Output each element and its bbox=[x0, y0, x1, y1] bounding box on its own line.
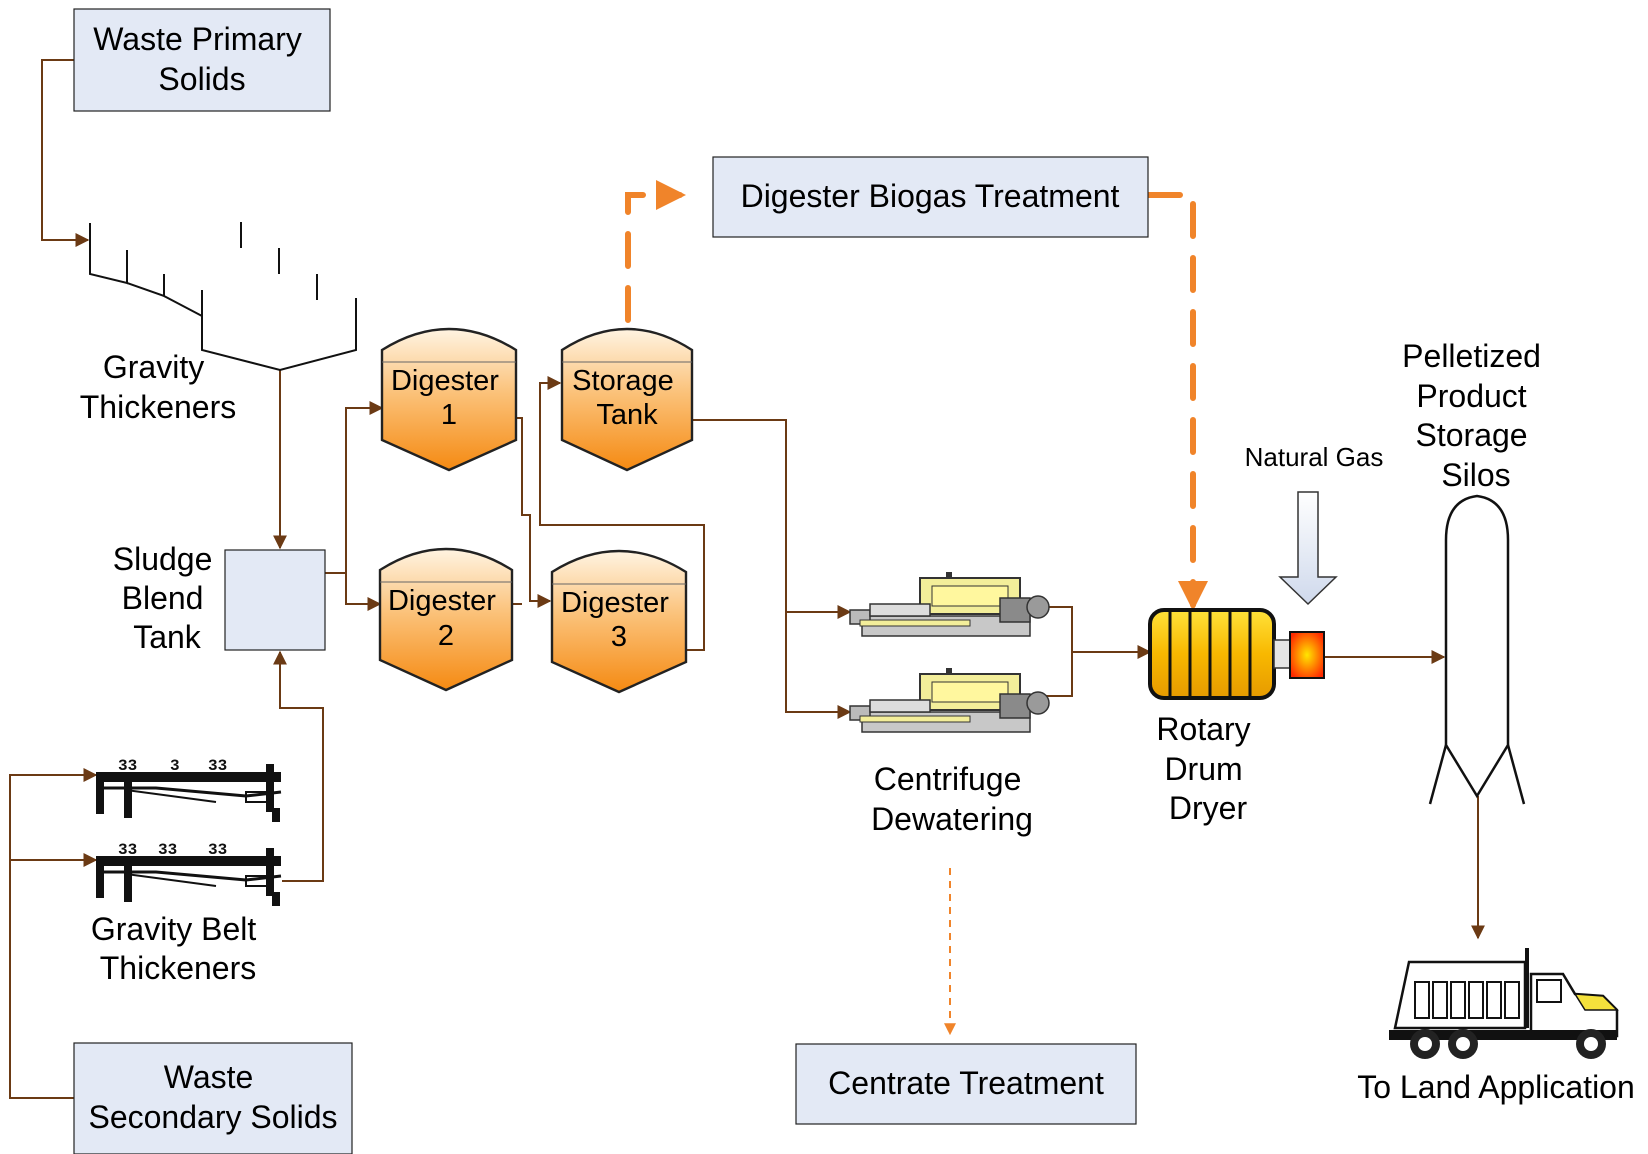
svg-text:33: 33 bbox=[118, 757, 137, 775]
silos-label: Pelletized Product Storage Silos bbox=[1402, 338, 1550, 493]
dump-truck-icon bbox=[1389, 948, 1619, 1059]
flow-lines bbox=[9, 59, 1485, 1099]
digester-1: Digester 1 bbox=[380, 327, 518, 472]
digester-2-label: Digester 2 bbox=[388, 585, 504, 652]
centrate-treatment-label: Centrate Treatment bbox=[828, 1065, 1104, 1101]
waste-secondary-box: Waste Secondary Solids bbox=[73, 1042, 353, 1154]
biogas-lines bbox=[625, 180, 1208, 1036]
gravity-belt-thickeners-label: Gravity Belt Thickeners bbox=[91, 911, 265, 986]
centrifuge-icon bbox=[849, 668, 1050, 733]
sludge-blend-tank: Sludge Blend Tank bbox=[113, 541, 326, 655]
natural-gas-label: Natural Gas bbox=[1245, 442, 1384, 472]
svg-text:33: 33 bbox=[118, 841, 137, 859]
land-application-label: To Land Application bbox=[1357, 1069, 1635, 1105]
burner-icon bbox=[1289, 631, 1325, 679]
storage-tank-label: Storage Tank bbox=[572, 365, 682, 431]
gravity-thickeners-label: Gravity Thickeners bbox=[80, 349, 237, 425]
centrifuge-dewatering-label: Centrifuge Dewatering bbox=[871, 761, 1033, 837]
svg-text:33: 33 bbox=[158, 841, 177, 859]
biogas-treatment-box: Digester Biogas Treatment bbox=[712, 156, 1149, 238]
digester-2: Digester 2 bbox=[378, 547, 514, 692]
waste-primary-label: Waste Primary Solids bbox=[93, 21, 311, 97]
svg-text:33: 33 bbox=[208, 841, 227, 859]
silo-icon bbox=[1428, 494, 1526, 805]
centrate-treatment-box: Centrate Treatment bbox=[795, 1043, 1137, 1125]
digester-3: Digester 3 bbox=[550, 549, 688, 694]
digester-1-label: Digester 1 bbox=[391, 365, 507, 431]
biogas-treatment-label: Digester Biogas Treatment bbox=[741, 178, 1120, 214]
belt-thickener-icon: 33 3 33 bbox=[96, 757, 282, 822]
waste-secondary-label: Waste Secondary Solids bbox=[88, 1059, 337, 1135]
gravity-thickener-icon bbox=[89, 222, 357, 372]
svg-text:33: 33 bbox=[208, 757, 227, 775]
waste-primary-box: Waste Primary Solids bbox=[73, 8, 331, 112]
natural-gas-arrow-icon bbox=[1278, 491, 1338, 606]
digester-3-label: Digester 3 bbox=[561, 587, 677, 653]
belt-thickener-icon: 33 33 33 bbox=[96, 841, 282, 906]
centrifuge-icon bbox=[849, 572, 1050, 637]
rotary-drum-icon bbox=[1148, 608, 1291, 700]
storage-tank: Storage Tank bbox=[560, 327, 694, 472]
svg-text:3: 3 bbox=[170, 757, 180, 775]
rotary-drum-dryer-label: Rotary Drum Dryer bbox=[1156, 711, 1259, 826]
sludge-blend-label: Sludge Blend Tank bbox=[113, 541, 222, 655]
